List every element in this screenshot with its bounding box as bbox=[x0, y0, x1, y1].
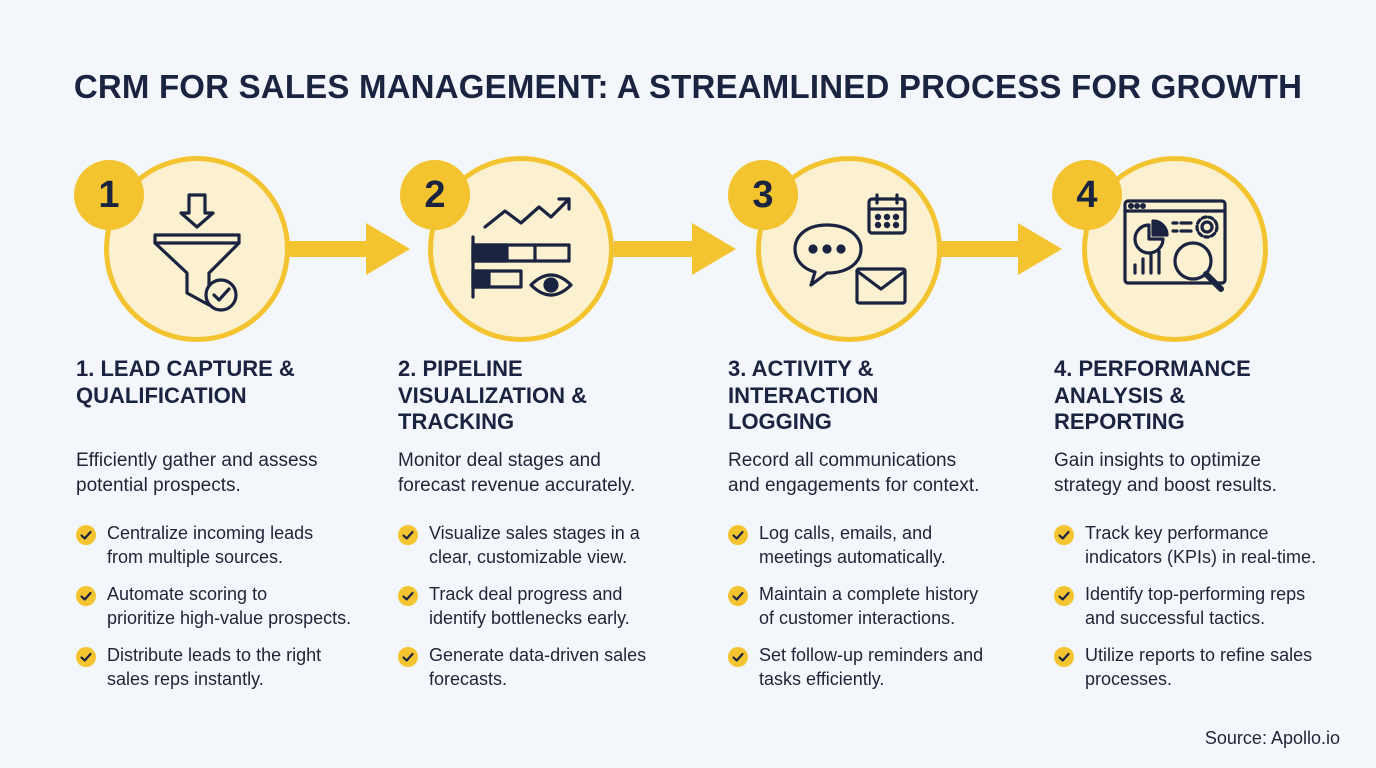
check-icon bbox=[398, 525, 418, 545]
source-credit: Source: Apollo.io bbox=[1204, 728, 1340, 748]
check-icon bbox=[398, 586, 418, 606]
step-title: 1. LEAD CAPTURE & QUALIFICATION bbox=[76, 356, 376, 409]
step-title-line: 4. PERFORMANCE bbox=[1054, 356, 1251, 381]
check-icon bbox=[76, 525, 96, 545]
desc-line: strategy and boost results. bbox=[1054, 475, 1277, 496]
check-icon bbox=[728, 647, 748, 667]
page-title: CRM FOR SALES MANAGEMENT: A STREAMLINED … bbox=[73, 68, 1303, 105]
step-4: 4 4. PERFORMANCE ANALYSIS & REPORTING Ga… bbox=[1052, 0, 1364, 768]
step-number-badge: 1 bbox=[74, 160, 144, 230]
step-2: 2 2. PIPELINE VISUALIZATION & TRACKING M… bbox=[398, 0, 708, 768]
step-circle bbox=[428, 156, 614, 342]
desc-line: Monitor deal stages and bbox=[398, 450, 601, 471]
step-title: 3. ACTIVITY & INTERACTION LOGGING bbox=[728, 356, 1028, 436]
step-number-badge: 4 bbox=[1052, 160, 1122, 230]
desc-line: potential prospects. bbox=[76, 475, 241, 496]
desc-line: Record all communications bbox=[728, 450, 957, 471]
step-description: Monitor deal stages and forecast revenue… bbox=[398, 448, 698, 498]
step-title-line: LOGGING bbox=[728, 409, 832, 434]
desc-line: forecast revenue accurately. bbox=[398, 475, 636, 496]
step-1: 1 1. LEAD CAPTURE & QUALIFICATION Effici… bbox=[74, 0, 386, 768]
dashboard-magnifier-icon bbox=[1123, 199, 1227, 292]
check-icon bbox=[1054, 586, 1074, 606]
desc-line: and engagements for context. bbox=[728, 475, 980, 496]
step-title-line: 3. ACTIVITY & bbox=[728, 356, 874, 381]
check-icon bbox=[1054, 525, 1074, 545]
step-number-badge: 2 bbox=[400, 160, 470, 230]
arrow-right-icon bbox=[614, 223, 736, 275]
step-title-line: VISUALIZATION & bbox=[398, 382, 588, 408]
arrow-right-icon bbox=[288, 223, 410, 275]
pipeline-chart-eye-icon bbox=[471, 197, 573, 299]
step-title-line: ANALYSIS & bbox=[1054, 382, 1186, 408]
step-title-line: 2. PIPELINE bbox=[398, 356, 523, 381]
step-number-badge: 3 bbox=[728, 160, 798, 230]
check-icon bbox=[1054, 647, 1074, 667]
step-title-line: TRACKING bbox=[398, 409, 515, 434]
desc-line: Gain insights to optimize bbox=[1054, 450, 1261, 471]
step-title: 4. PERFORMANCE ANALYSIS & REPORTING bbox=[1054, 356, 1354, 436]
check-icon bbox=[728, 525, 748, 545]
step-title-line: INTERACTION bbox=[728, 382, 879, 408]
check-icon bbox=[76, 586, 96, 606]
arrow-right-icon bbox=[940, 223, 1062, 275]
desc-line: Efficiently gather and assess bbox=[76, 450, 318, 471]
chat-calendar-mail-icon bbox=[793, 193, 907, 305]
step-title: 2. PIPELINE VISUALIZATION & TRACKING bbox=[398, 356, 698, 436]
check-icon bbox=[76, 647, 96, 667]
step-title-line: 1. LEAD CAPTURE & bbox=[76, 356, 295, 381]
step-description: Record all communications and engagement… bbox=[728, 448, 1028, 498]
step-title-line: QUALIFICATION bbox=[76, 382, 247, 408]
step-description: Gain insights to optimize strategy and b… bbox=[1054, 448, 1354, 498]
step-title-line: REPORTING bbox=[1054, 409, 1185, 434]
step-description: Efficiently gather and assess potential … bbox=[76, 448, 376, 498]
check-icon bbox=[728, 586, 748, 606]
funnel-check-icon bbox=[153, 193, 241, 312]
step-3: 3 3. ACTIVITY & INTERACTION LOGGING Reco… bbox=[728, 0, 1038, 768]
check-icon bbox=[398, 647, 418, 667]
